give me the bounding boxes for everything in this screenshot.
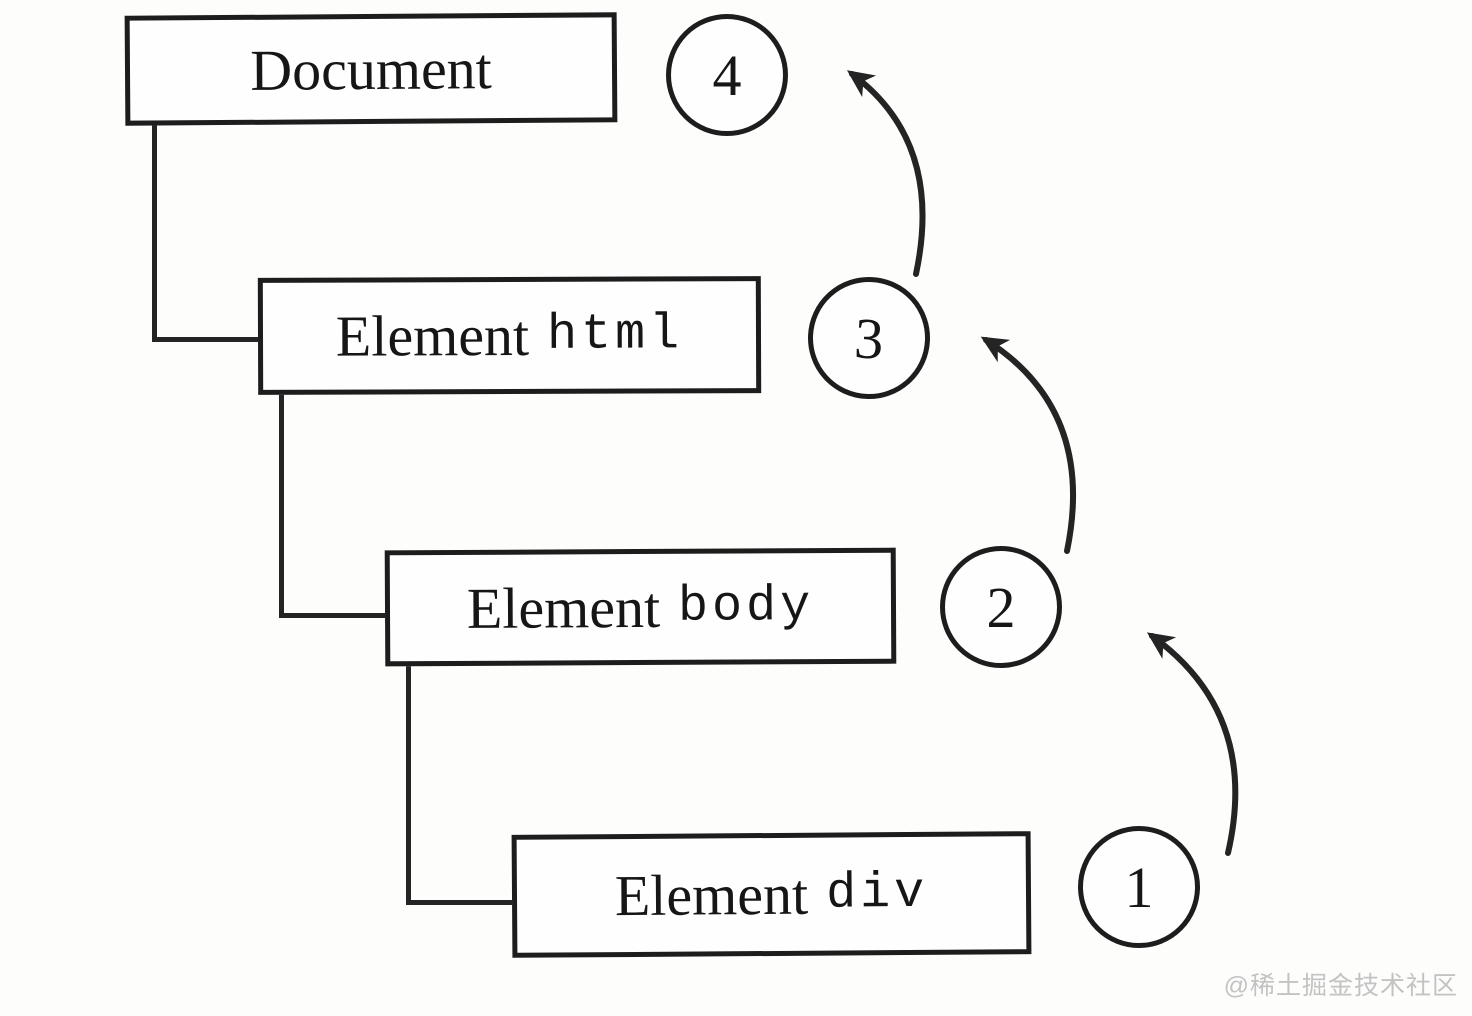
node-tag-label: div bbox=[825, 864, 929, 923]
node-tag-label: body bbox=[677, 577, 815, 636]
order-number: 1 bbox=[1124, 854, 1154, 920]
node-label: Element bbox=[466, 574, 661, 641]
order-circle-div: 1 bbox=[1078, 826, 1200, 948]
order-circle-document: 4 bbox=[666, 14, 788, 136]
watermark-text: @稀土掘金技术社区 bbox=[1223, 972, 1458, 1000]
tree-connector-document-html bbox=[152, 122, 263, 342]
tree-connector-body-div bbox=[406, 663, 519, 905]
node-box-element-html: Element html bbox=[257, 276, 762, 395]
node-box-element-body: Element body bbox=[384, 547, 897, 667]
node-box-document: Document bbox=[124, 12, 618, 126]
order-circle-body: 2 bbox=[940, 546, 1062, 668]
order-number: 3 bbox=[852, 304, 886, 372]
order-number: 4 bbox=[712, 42, 742, 108]
node-label: Element bbox=[335, 302, 530, 369]
arrow-step-1-to-2 bbox=[1146, 632, 1239, 856]
arrow-step-3-to-4 bbox=[846, 70, 926, 277]
node-label: Document bbox=[249, 35, 493, 103]
order-number: 2 bbox=[986, 574, 1016, 640]
node-label: Element bbox=[614, 861, 809, 929]
arrow-step-2-to-3 bbox=[980, 336, 1076, 554]
order-circle-html: 3 bbox=[804, 273, 934, 403]
tree-connector-html-body bbox=[279, 392, 392, 618]
node-box-element-div: Element div bbox=[511, 831, 1032, 958]
node-tag-label: html bbox=[547, 306, 684, 364]
